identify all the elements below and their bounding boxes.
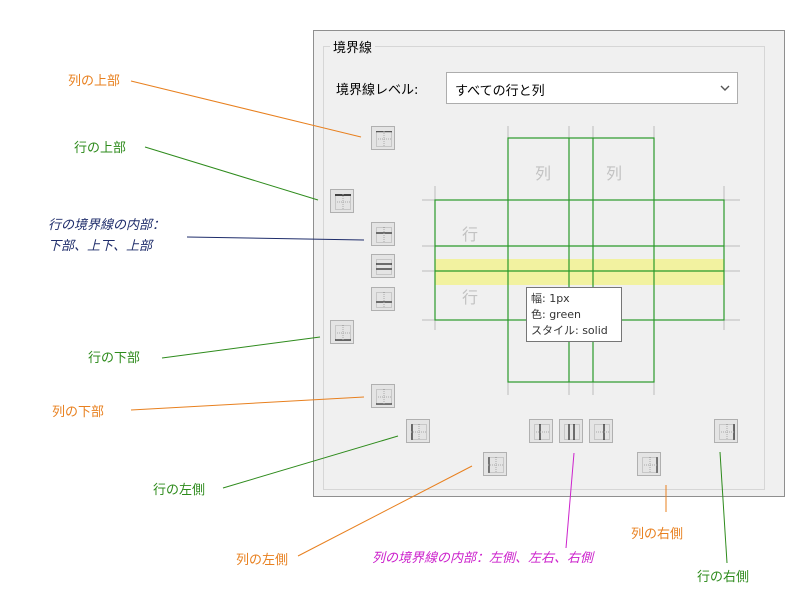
annotation-row-left: 行の左側	[153, 483, 206, 498]
group-title: 境界線	[330, 37, 376, 56]
border-inner-vertical-icon	[534, 424, 550, 440]
leader-row-left	[222, 435, 399, 489]
border-inner-horizontal-icon	[376, 259, 392, 275]
row-inner-bottom-border-button[interactable]	[371, 222, 395, 246]
annotation-row-inner-line1: 行の境界線の内部：	[48, 218, 166, 233]
annotation-row-top: 行の上部	[74, 141, 127, 156]
leader-row-bottom	[161, 336, 321, 359]
annotation-row-bottom: 行の下部	[88, 351, 141, 366]
row-label-2: 行	[462, 288, 479, 307]
column-label-2: 列	[606, 164, 623, 183]
border-right-icon	[719, 424, 735, 440]
leader-row-top	[144, 146, 319, 201]
column-inner-left-right-border-button[interactable]	[559, 419, 583, 443]
row-top-border-button[interactable]	[330, 189, 354, 213]
row-inner-top-bottom-border-button[interactable]	[371, 254, 395, 278]
chevron-down-icon	[719, 79, 731, 101]
column-left-border-button[interactable]	[483, 452, 507, 476]
annotation-column-right: 列の右側	[631, 527, 684, 542]
annotation-column-bottom: 列の下部	[52, 405, 105, 420]
leader-column-bottom	[130, 396, 365, 411]
annotation-column-top: 列の上部	[68, 74, 121, 89]
tooltip-style: スタイル: solid	[531, 324, 608, 337]
leader-column-top	[130, 80, 362, 138]
border-top-icon	[376, 131, 392, 147]
border-level-label: 境界線レベル:	[336, 83, 419, 98]
column-label-1: 列	[535, 164, 552, 183]
border-right-icon	[642, 457, 658, 473]
leader-column-inner	[565, 452, 575, 549]
row-bottom-border-button[interactable]	[330, 320, 354, 344]
border-left-icon	[411, 424, 427, 440]
border-groupbox	[323, 46, 765, 490]
column-inner-right-border-button[interactable]	[589, 419, 613, 443]
border-bottom-icon	[335, 325, 351, 341]
annotation-row-inner-line2: 下部、上下、上部	[48, 239, 153, 254]
column-top-border-button[interactable]	[371, 126, 395, 150]
border-level-dropdown[interactable]: すべての行と列	[446, 72, 738, 104]
column-inner-left-border-button[interactable]	[529, 419, 553, 443]
tooltip-color: 色: green	[531, 308, 581, 321]
border-inner-horizontal-icon	[376, 292, 392, 308]
column-bottom-border-button[interactable]	[371, 384, 395, 408]
row-label-1: 行	[462, 225, 479, 244]
row-left-border-button[interactable]	[406, 419, 430, 443]
row-inner-top-border-button[interactable]	[371, 287, 395, 311]
tooltip-width: 幅: 1px	[531, 292, 570, 305]
border-level-value: すべての行と列	[455, 84, 545, 99]
border-inner-horizontal-icon	[376, 227, 392, 243]
border-tooltip: 幅: 1px 色: green スタイル: solid	[526, 287, 622, 342]
leader-row-right	[719, 451, 728, 564]
leader-column-left	[297, 465, 473, 557]
annotation-row-right: 行の右側	[697, 570, 750, 585]
highlight-band	[435, 259, 724, 285]
border-inner-vertical-icon	[564, 424, 580, 440]
row-right-border-button[interactable]	[714, 419, 738, 443]
annotation-column-inner: 列の境界線の内部：左側、左右、右側	[372, 551, 594, 566]
border-bottom-icon	[376, 389, 392, 405]
annotation-column-left: 列の左側	[236, 553, 289, 568]
border-left-icon	[488, 457, 504, 473]
border-inner-vertical-icon	[594, 424, 610, 440]
border-top-icon	[335, 194, 351, 210]
column-right-border-button[interactable]	[637, 452, 661, 476]
leader-row-inner	[186, 236, 365, 241]
